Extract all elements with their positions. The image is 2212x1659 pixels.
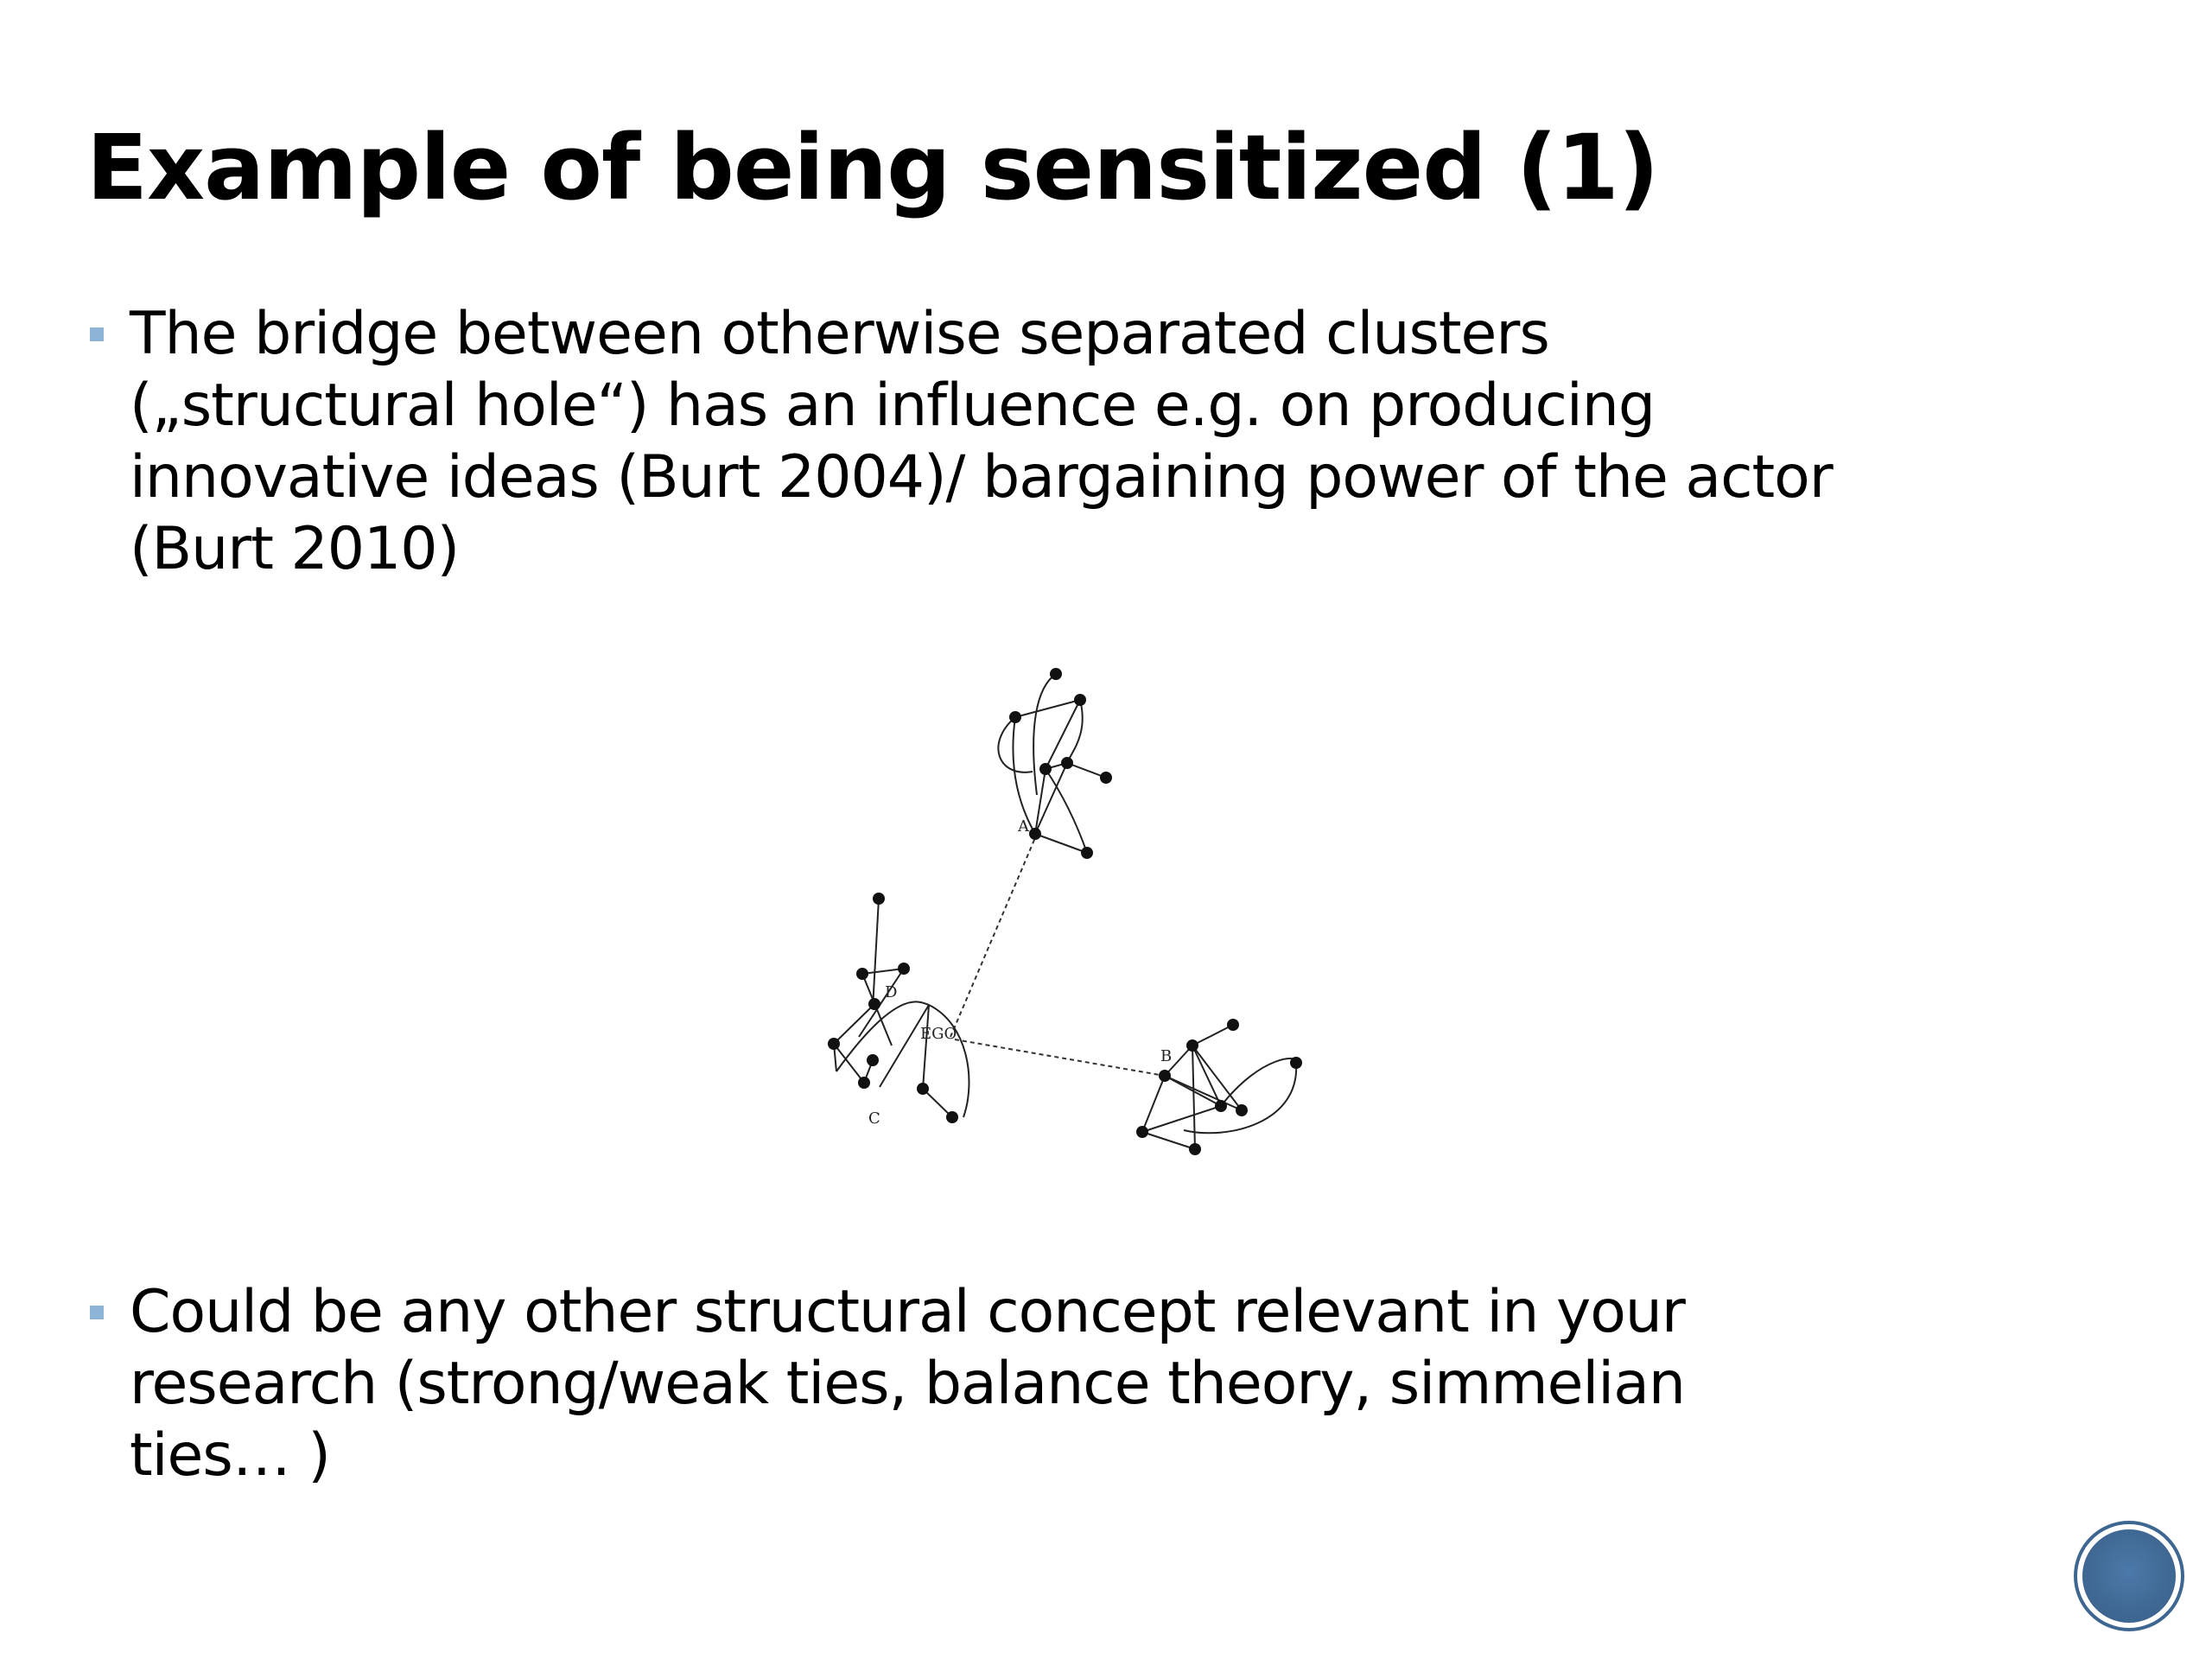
node-label-a: A <box>1017 817 1030 836</box>
bullet-marker <box>90 327 104 341</box>
node-label-ego: EGO <box>920 1025 957 1043</box>
node-label-c: C <box>868 1109 880 1128</box>
cluster-cd-edges <box>833 898 970 1118</box>
slide-nav-button[interactable] <box>2082 1529 2176 1623</box>
bridge-edges <box>950 833 1166 1077</box>
node-label-d: D <box>885 983 897 1001</box>
bullet-text: Could be any other structural concept re… <box>130 1278 1686 1490</box>
structural-hole-network-diagram: A D EGO B C <box>828 668 1302 1155</box>
node-labels: A D EGO B C <box>868 817 1172 1128</box>
edge-ego-b <box>954 1039 1166 1077</box>
bullet-marker <box>90 1306 104 1319</box>
edge-ego-a <box>950 833 1038 1038</box>
bullet-text: The bridge between otherwise separated c… <box>130 300 1834 583</box>
slide-title: Example of being sensitized (1) <box>86 115 1659 220</box>
cluster-b-edges <box>1141 1024 1298 1150</box>
cluster-a-edges <box>997 673 1107 854</box>
network-nodes <box>828 668 1302 1155</box>
node-label-b: B <box>1160 1047 1172 1065</box>
